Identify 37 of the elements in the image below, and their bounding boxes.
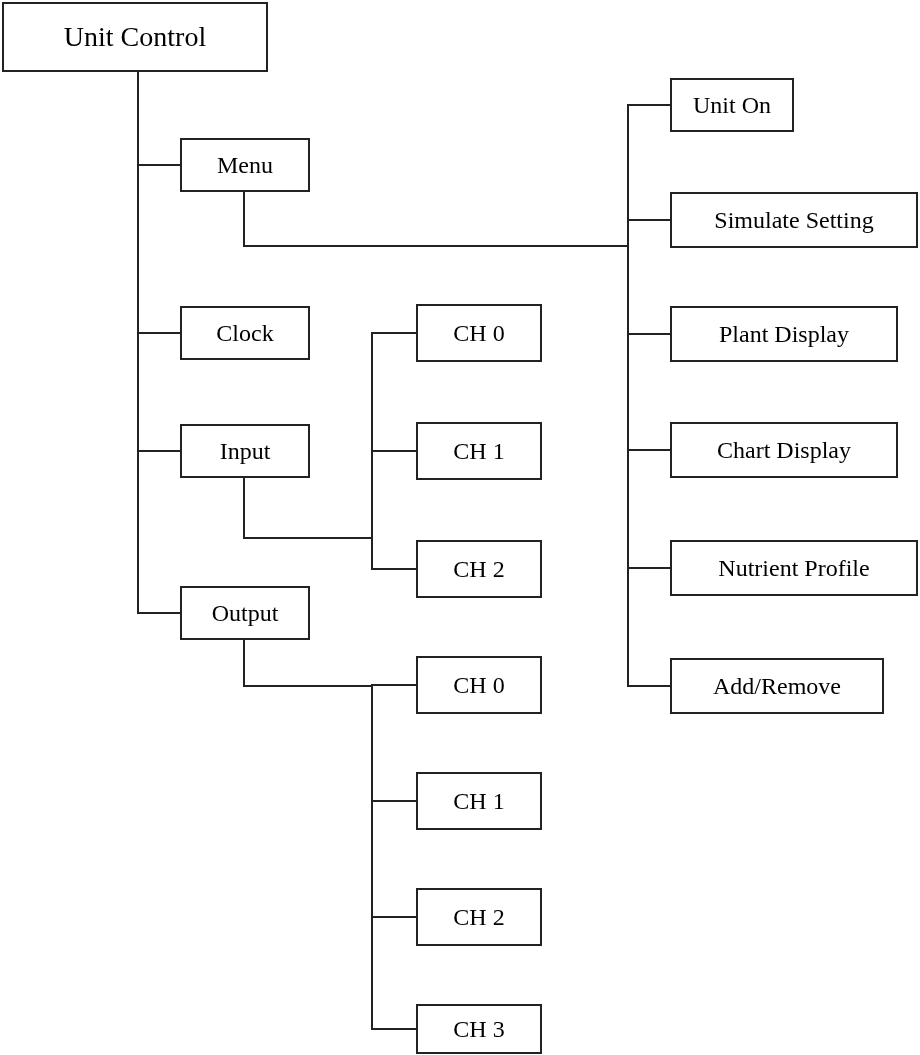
box-label: CH 0 bbox=[453, 671, 505, 700]
box-label: CH 0 bbox=[453, 319, 505, 348]
box-label: CH 1 bbox=[453, 787, 505, 816]
box-label: Input bbox=[219, 437, 271, 466]
menu-box bbox=[670, 658, 884, 714]
box-label: Add/Remove bbox=[713, 672, 841, 701]
menu-box bbox=[416, 304, 542, 362]
connector-line bbox=[243, 477, 417, 570]
box-label: Unit On bbox=[693, 91, 771, 120]
menu-box bbox=[416, 772, 542, 830]
menu-box bbox=[416, 1004, 542, 1054]
menu-box bbox=[670, 78, 794, 132]
menu-box bbox=[670, 540, 918, 596]
box-label: Chart Display bbox=[717, 436, 851, 465]
box-label: Clock bbox=[216, 319, 274, 348]
menu-box bbox=[180, 138, 310, 192]
box-label: CH 2 bbox=[453, 555, 505, 584]
box-label: Menu bbox=[217, 151, 273, 180]
menu-box bbox=[416, 888, 542, 946]
box-label: CH 2 bbox=[453, 903, 505, 932]
menu-box bbox=[180, 586, 310, 640]
box-label: Plant Display bbox=[719, 320, 849, 349]
menu-box bbox=[670, 422, 898, 478]
box-label: CH 1 bbox=[453, 437, 505, 466]
root-box bbox=[2, 2, 268, 72]
box-label: CH 3 bbox=[453, 1015, 505, 1044]
menu-box bbox=[416, 422, 542, 480]
menu-box bbox=[670, 192, 918, 248]
menu-box bbox=[180, 424, 310, 478]
menu-box bbox=[670, 306, 898, 362]
box-label: Simulate Setting bbox=[714, 206, 874, 235]
box-label: Output bbox=[211, 599, 279, 628]
menu-box bbox=[180, 306, 310, 360]
menu-box bbox=[416, 540, 542, 598]
menu-box bbox=[416, 656, 542, 714]
box-label: Unit Control bbox=[63, 20, 207, 54]
box-label: Nutrient Profile bbox=[718, 554, 870, 583]
